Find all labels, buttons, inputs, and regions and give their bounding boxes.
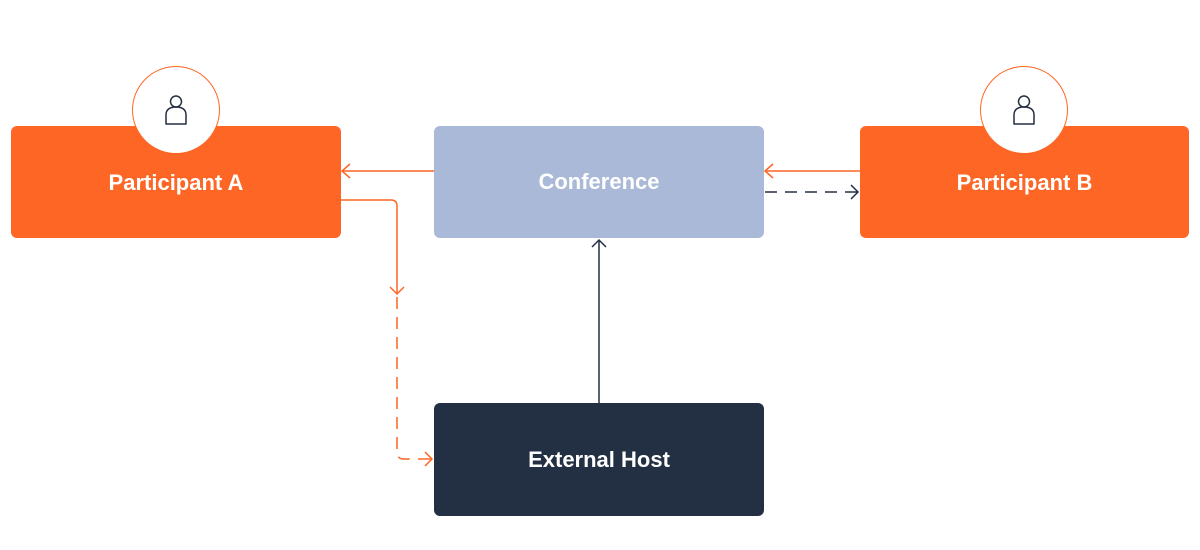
external-host-label: External Host (528, 446, 670, 472)
conference-node[interactable]: Conference (434, 126, 764, 238)
edge-conference-to-participant-b (765, 184, 860, 200)
user-icon (165, 95, 187, 125)
edge-participant-b-to-conference (763, 163, 860, 179)
participant-b-node[interactable]: Participant B (860, 126, 1189, 238)
edge-participant-a-to-external-host (341, 199, 434, 467)
arrowhead-icon (591, 238, 607, 248)
conference-label: Conference (538, 169, 660, 194)
edge-external-host-to-conference (591, 238, 607, 403)
participant-b-label: Participant B (956, 170, 1093, 195)
arrowhead-icon (850, 184, 860, 200)
arrowhead-icon (424, 451, 434, 467)
arrowhead-icon (389, 286, 405, 296)
participant-a-avatar (132, 66, 220, 154)
edge-conference-to-participant-a (340, 163, 434, 179)
external-host-node[interactable]: External Host (434, 403, 764, 516)
arrowhead-icon (763, 163, 774, 179)
arrowhead-icon (340, 163, 351, 179)
participant-b-avatar (980, 66, 1068, 154)
user-icon (1013, 95, 1035, 125)
participant-a-label: Participant A (108, 170, 244, 195)
